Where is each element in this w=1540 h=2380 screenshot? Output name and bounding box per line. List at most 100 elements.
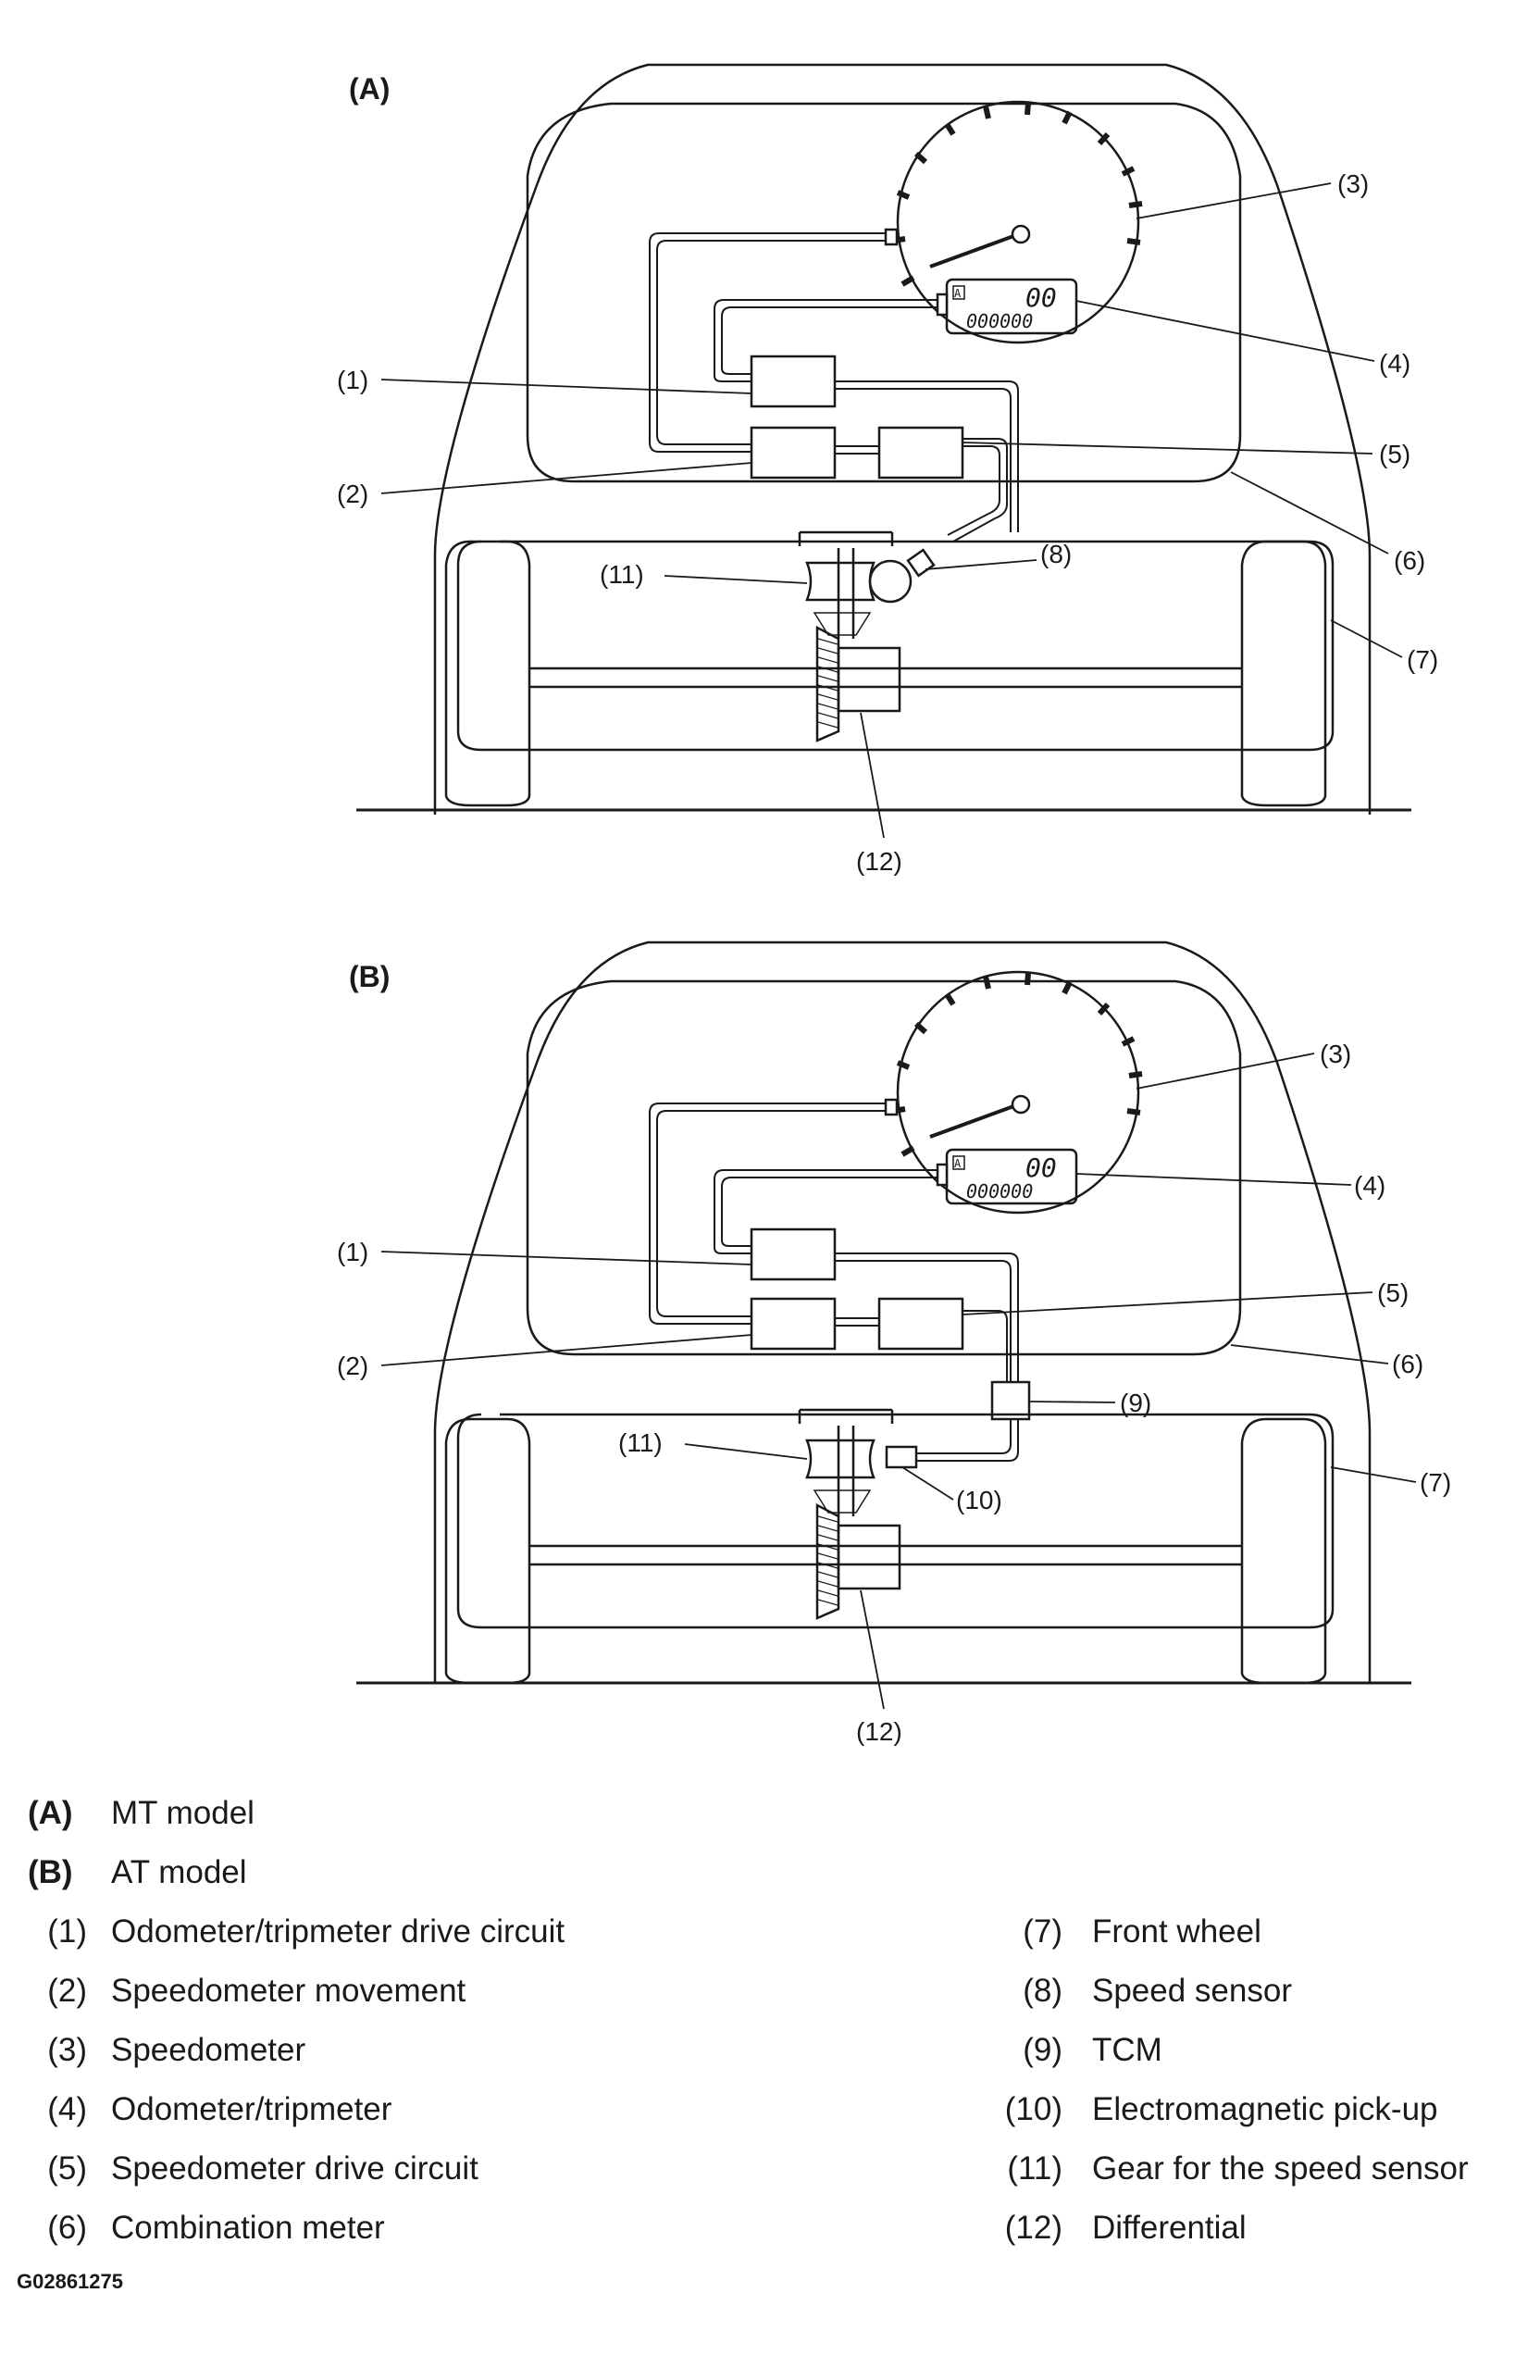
pinion-gear <box>813 1489 872 1514</box>
legend-label: Front wheel <box>1092 1913 1261 1950</box>
legend-label: Speedometer <box>111 2032 306 2068</box>
legend-key: (6) <box>47 2210 87 2246</box>
odometer-mode-indicator <box>952 1155 965 1170</box>
odometer-digits: 000000 <box>966 310 1033 332</box>
legend-label: Differential <box>1092 2210 1247 2246</box>
leader-lines <box>380 1053 1417 1710</box>
right-front-wheel <box>1240 540 1327 807</box>
speedometer-system-diagram: (A) <box>337 63 1451 1746</box>
callout-3: (3) <box>1337 169 1369 198</box>
callout-5: (5) <box>1379 440 1410 468</box>
vehicle-body-outline <box>433 941 1372 1683</box>
callout-12: (12) <box>856 1717 902 1746</box>
needle-hub <box>1011 1094 1031 1115</box>
ring-gear-teeth <box>817 1515 838 1606</box>
callout-7: (7) <box>1407 645 1438 674</box>
legend-label: Odometer/tripmeter <box>111 2091 392 2127</box>
callout-12: (12) <box>856 847 902 876</box>
trip-digits: 00 <box>1025 282 1057 313</box>
odometer-connector <box>936 293 949 317</box>
callout-1: (1) <box>337 1238 368 1266</box>
callout-9: (9) <box>1120 1389 1151 1417</box>
panel-at-model: (B) A 00 00000 <box>337 941 1451 1746</box>
panel-b-title: (B) <box>349 960 390 993</box>
speedometer-drive-circuit-box <box>877 1297 964 1351</box>
right-front-wheel <box>1240 1417 1327 1685</box>
combination-meter-housing <box>526 979 1242 1356</box>
speedometer-scale-ticks <box>892 972 1143 1157</box>
speedometer-connector <box>884 228 899 246</box>
callout-3: (3) <box>1320 1040 1351 1068</box>
panel-a-title: (A) <box>349 72 390 106</box>
legend-key: (A) <box>28 1795 73 1831</box>
legend-label: Speedometer movement <box>111 1973 466 2009</box>
callout-4: (4) <box>1379 349 1410 378</box>
speed-sensor-gear <box>805 1439 876 1479</box>
speedometer-dial <box>896 100 1140 344</box>
speedometer-movement-box <box>750 426 837 480</box>
legend-key: (3) <box>47 2032 87 2068</box>
speed-sensor-gear <box>805 561 876 602</box>
speedometer-needle <box>929 233 1017 268</box>
legend-label: Gear for the speed sensor <box>1092 2150 1469 2187</box>
speedometer-drive-circuit-box <box>877 426 964 480</box>
legend-key: (5) <box>47 2150 87 2187</box>
legend-key: (4) <box>47 2091 87 2127</box>
callout-8: (8) <box>1040 540 1072 568</box>
speed-sensor <box>868 559 913 604</box>
legend-label: Speedometer drive circuit <box>111 2150 478 2187</box>
legend-label: Speed sensor <box>1092 1973 1292 2009</box>
callout-7: (7) <box>1420 1468 1451 1497</box>
differential-housing <box>837 646 901 713</box>
pinion-gear <box>813 612 872 636</box>
legend-label: MT model <box>111 1795 255 1831</box>
legend-key: (10) <box>1004 2091 1062 2127</box>
leader-lines <box>380 182 1403 839</box>
speedometer-dial <box>896 970 1140 1215</box>
speedometer-connector <box>884 1098 899 1116</box>
left-front-wheel <box>444 540 531 807</box>
speedometer-scale-ticks <box>892 102 1143 287</box>
panel-mt-model: (A) <box>337 63 1438 876</box>
speedometer-needle <box>929 1103 1017 1139</box>
odometer-digits: 000000 <box>966 1180 1033 1202</box>
legend-label: Odometer/tripmeter drive circuit <box>111 1913 565 1950</box>
legend-label: TCM <box>1092 2032 1162 2068</box>
callout-11: (11) <box>618 1428 663 1457</box>
speed-sensor-head <box>906 548 936 578</box>
callout-10: (10) <box>956 1486 1002 1514</box>
odometer-tripmeter-drive-circuit-box <box>750 355 837 408</box>
vehicle-body-outline <box>433 63 1372 815</box>
differential-housing <box>837 1524 901 1590</box>
ring-gear <box>815 625 840 742</box>
legend-key: (12) <box>1004 2210 1062 2246</box>
legend-label: Combination meter <box>111 2210 385 2246</box>
speedometer-movement-box <box>750 1297 837 1351</box>
legend-key: (9) <box>1023 2032 1062 2068</box>
callout-1: (1) <box>337 366 368 394</box>
lower-body-outline <box>456 1413 1335 1629</box>
indicator-letter: A <box>954 1157 962 1170</box>
ring-gear-teeth <box>817 638 838 729</box>
odometer-connector <box>936 1163 949 1187</box>
trip-digits: 00 <box>1025 1153 1057 1183</box>
callout-6: (6) <box>1394 546 1425 575</box>
legend-key: (7) <box>1023 1913 1062 1950</box>
figure-code: G02861275 <box>17 2270 123 2293</box>
legend-label: AT model <box>111 1854 247 1890</box>
odometer-tripmeter-drive-circuit-box <box>750 1227 837 1281</box>
wiring-harness <box>649 1103 1019 1462</box>
callout-11: (11) <box>600 560 644 589</box>
callout-2: (2) <box>337 480 368 508</box>
callout-5: (5) <box>1377 1278 1409 1307</box>
wiring-harness <box>649 232 1019 542</box>
legend-label: Electromagnetic pick-up <box>1092 2091 1438 2127</box>
ring-gear <box>815 1502 840 1620</box>
needle-hub <box>1011 224 1031 244</box>
callout-6: (6) <box>1392 1350 1423 1378</box>
odometer-mode-indicator <box>952 285 965 300</box>
combination-meter-housing <box>526 102 1242 483</box>
legend-key: (1) <box>47 1913 87 1950</box>
legend-key: (11) <box>1007 2150 1062 2187</box>
legend-key: (B) <box>28 1854 73 1890</box>
